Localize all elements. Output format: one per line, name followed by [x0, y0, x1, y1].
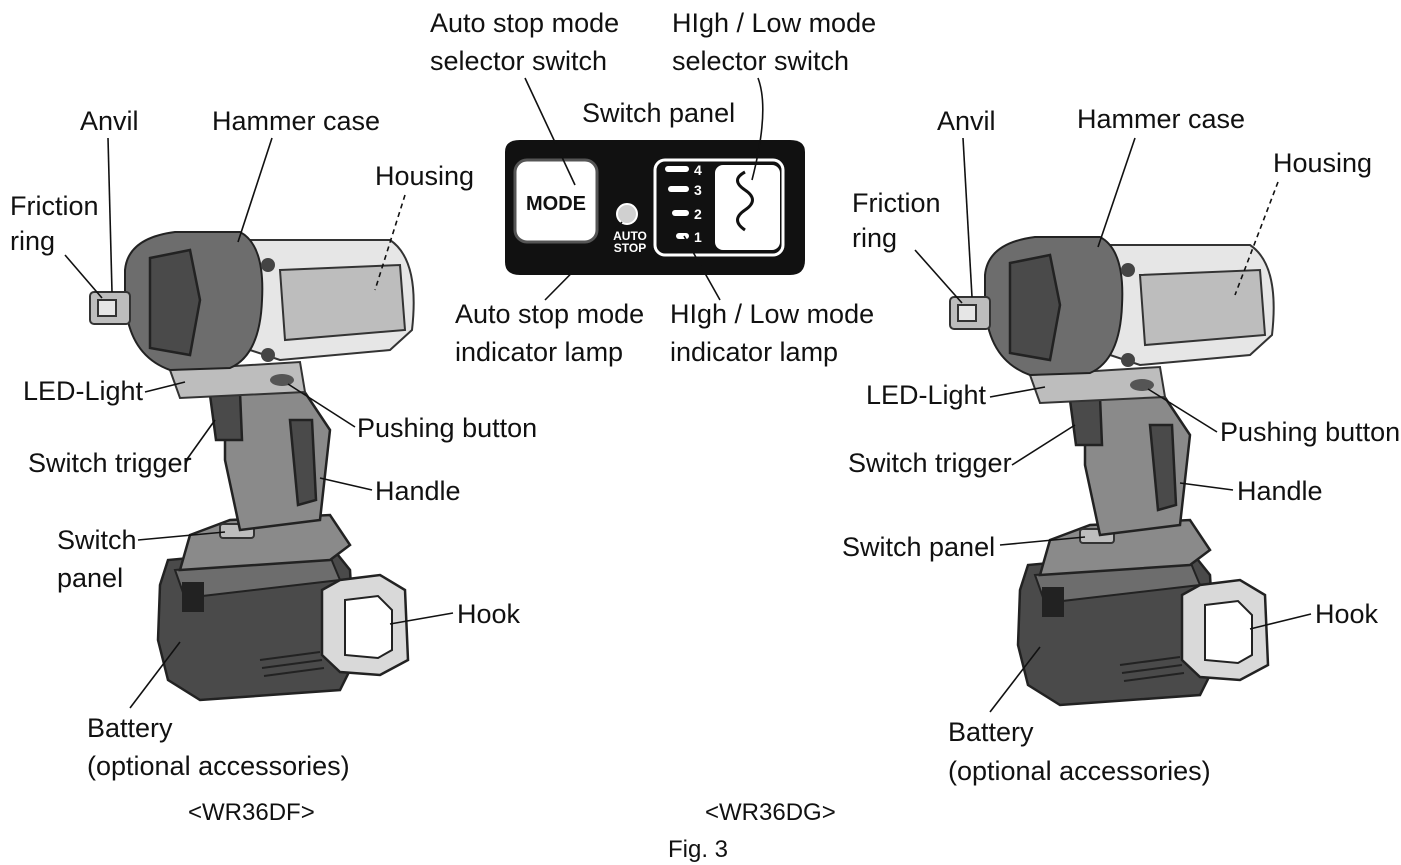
right-housing-label: Housing	[1273, 148, 1372, 178]
level-4: 4	[694, 162, 702, 178]
level-2: 2	[694, 206, 702, 222]
right-hammer-case-label: Hammer case	[1077, 104, 1245, 134]
right-anvil-label: Anvil	[937, 106, 996, 136]
right-pushing-button-label: Pushing button	[1220, 417, 1400, 447]
left-hook-label: Hook	[457, 599, 521, 629]
auto-stop-lamp	[616, 203, 638, 225]
right-switch-trigger-label: Switch trigger	[848, 448, 1012, 478]
level-1: 1	[694, 229, 702, 245]
level-3: 3	[694, 182, 702, 198]
left-friction-label-2: ring	[10, 226, 55, 256]
rotation-icon	[736, 170, 754, 232]
left-model-caption: <WR36DF>	[188, 799, 315, 826]
left-anvil-label: Anvil	[80, 106, 139, 136]
right-friction-label-2: ring	[852, 223, 897, 253]
auto-stop-selector-label-1: Auto stop mode	[430, 8, 619, 38]
high-low-lamp-label-1: HIgh / Low mode	[670, 299, 874, 329]
left-switch-trigger-label: Switch trigger	[28, 448, 192, 478]
left-leader-lines	[64, 137, 454, 709]
level-indicators: 4 3 2 1	[665, 162, 702, 245]
right-handle-label: Handle	[1237, 476, 1323, 506]
auto-stop-text-1: AUTO	[613, 229, 647, 243]
right-friction-label-1: Friction	[852, 188, 941, 218]
high-low-selector-label-1: HIgh / Low mode	[672, 8, 876, 38]
high-low-selector-label-2: selector switch	[672, 46, 849, 76]
right-model-caption: <WR36DG>	[705, 799, 836, 826]
panel-leader-lines	[524, 77, 764, 301]
figure-caption: Fig. 3	[668, 836, 728, 863]
right-switch-panel-label: Switch panel	[842, 532, 995, 562]
mode-button-label: MODE	[526, 193, 586, 215]
left-switch-panel-label-2: panel	[57, 563, 123, 593]
auto-stop-lamp-label-1: Auto stop mode	[455, 299, 644, 329]
right-battery-label-1: Battery	[948, 717, 1034, 747]
auto-stop-selector-label-2: selector switch	[430, 46, 607, 76]
right-led-light-label: LED-Light	[866, 380, 987, 410]
switch-panel-title: Switch panel	[582, 98, 735, 128]
left-housing-label: Housing	[375, 161, 474, 191]
mode-button	[513, 158, 599, 244]
right-hook-label: Hook	[1315, 599, 1379, 629]
left-battery-label-2: (optional accessories)	[87, 751, 350, 781]
auto-stop-lamp-label-2: indicator lamp	[455, 337, 623, 367]
left-switch-panel-label-1: Switch	[57, 525, 137, 555]
auto-stop-text-2: STOP	[614, 241, 646, 255]
left-pushing-button-label: Pushing button	[357, 413, 537, 443]
switch-panel-illustration: MODE AUTO STOP 4 3 2 1	[505, 140, 805, 275]
left-led-light-label: LED-Light	[23, 376, 144, 406]
left-hammer-case-label: Hammer case	[212, 106, 380, 136]
left-battery-label-1: Battery	[87, 713, 173, 743]
right-leader-lines	[914, 137, 1312, 713]
left-friction-label-1: Friction	[10, 191, 99, 221]
left-handle-label: Handle	[375, 476, 461, 506]
right-battery-label-2: (optional accessories)	[948, 756, 1211, 786]
high-low-lamp-label-2: indicator lamp	[670, 337, 838, 367]
